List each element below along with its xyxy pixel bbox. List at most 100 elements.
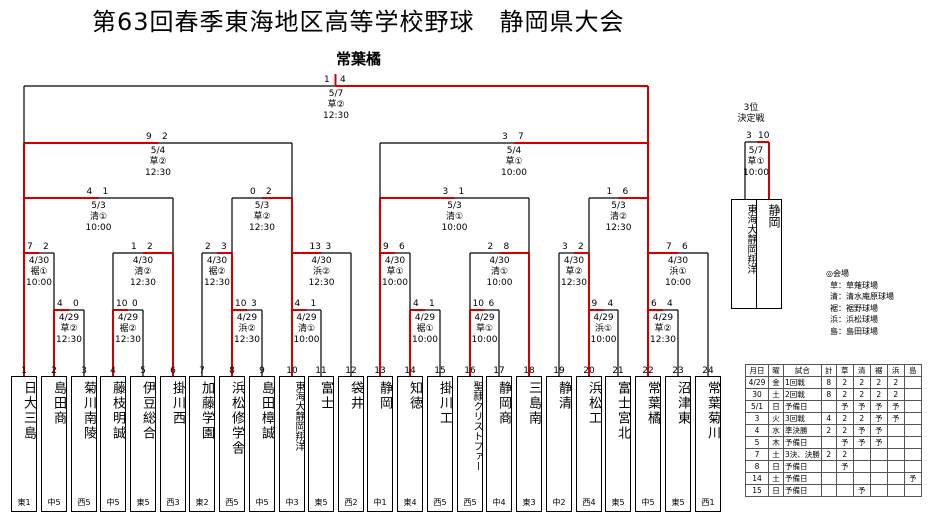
third-place-label2: 決定戦 [737, 114, 765, 124]
schedule-cell: 予 [835, 400, 854, 413]
team-name: 伊豆総合 [140, 381, 155, 441]
match-time: 10:00 [382, 278, 408, 288]
schedule-cell: 3決、決勝 [783, 448, 822, 461]
match-venue: 裾① [30, 267, 48, 277]
match-venue: 裾② [208, 267, 226, 277]
schedule-cell: 予備日 [783, 436, 822, 449]
team-box: 加藤学園東2 [189, 376, 215, 512]
match-score-right: 1 [429, 299, 435, 309]
schedule-cell: 予 [852, 424, 871, 437]
match-score-right: 0 [132, 299, 138, 309]
schedule-cell: 2 [869, 388, 888, 401]
match-date: 4/29 [652, 313, 674, 323]
team-box: 富士宮北東5 [605, 376, 631, 512]
team-region: 西5 [433, 498, 447, 507]
team-name: 菊川南陵 [81, 381, 96, 441]
match-time: 12:30 [650, 335, 676, 345]
team-region: 中3 [285, 498, 299, 507]
team-seed: 9 [259, 366, 265, 376]
schedule-cell: 3 [745, 412, 769, 425]
schedule-cell: 予 [869, 436, 888, 449]
match-score-left: 6 [651, 299, 657, 309]
team-name: 常葉橘 [645, 381, 660, 426]
match-venue: 草② [149, 157, 167, 167]
schedule-cell [903, 400, 922, 413]
match-time: 10:00 [665, 278, 691, 288]
team-region: 東4 [403, 498, 417, 507]
team-box: 島田商中5 [41, 376, 67, 512]
team-region: 東3 [522, 498, 536, 507]
schedule-cell [886, 436, 905, 449]
match-score-right: 2 [43, 242, 49, 252]
schedule-cell: 4 [745, 424, 769, 437]
team-seed: 3 [81, 366, 87, 376]
legend-item: 裾：裾野球場 [830, 303, 878, 313]
schedule-cell: 8 [745, 460, 769, 473]
team-box: 富士東5 [308, 376, 334, 512]
match-date: 5/3 [254, 201, 270, 211]
match-time: 12:30 [249, 223, 275, 233]
match-score-left: 2 [205, 242, 211, 252]
schedule-cell: 予備日 [783, 484, 822, 497]
team-name: 掛川工 [437, 381, 452, 426]
schedule-cell: 15 [745, 484, 769, 497]
team-region: 中5 [641, 498, 655, 507]
team-box: 静清中2 [546, 376, 572, 512]
schedule-cell: 予 [835, 436, 854, 449]
schedule-cell: 3回戦 [783, 412, 822, 425]
match-date: 4/29 [236, 313, 258, 323]
team-box: 掛川西西3 [160, 376, 186, 512]
team-box: 日大三島東1 [11, 376, 37, 512]
match-score-left: 4 [86, 187, 93, 197]
team-seed: 23 [672, 366, 684, 376]
team-seed: 12 [345, 366, 357, 376]
match-date: 4/29 [414, 313, 436, 323]
match-time: 12:30 [56, 335, 82, 345]
match-venue: 草② [60, 324, 78, 334]
third-place-venue: 草① [747, 157, 765, 167]
third-place-score-right: 10 [758, 131, 770, 141]
third-place-score-left: 3 [746, 131, 752, 141]
schedule-cell: 金 [768, 376, 784, 389]
team-box: 袋井西2 [338, 376, 364, 512]
team-name: 三島南 [526, 381, 541, 426]
match-date: 4/30 [384, 256, 406, 266]
match-date: 4/30 [311, 256, 332, 266]
schedule-cell: 日 [768, 460, 784, 473]
match-time: 10:00 [85, 223, 112, 233]
match-venue: 浜② [238, 324, 256, 334]
team-box: 東海大静岡翔洋中3 [279, 376, 305, 512]
match-date: 4/30 [206, 256, 228, 266]
schedule-cell: 予備日 [783, 460, 822, 473]
schedule-cell: 準決勝 [783, 424, 822, 437]
schedule-cell [886, 472, 905, 485]
team-seed: 22 [642, 366, 654, 376]
team-name: 東海大静岡翔洋 [293, 381, 304, 451]
match-time: 12:30 [145, 168, 171, 178]
schedule-cell [903, 484, 922, 497]
team-region: 中5 [106, 498, 120, 507]
team-region: 西1 [701, 498, 715, 507]
third-place-date: 5/7 [748, 146, 764, 156]
match-venue: 草① [386, 267, 404, 277]
schedule-cell: 土 [768, 448, 784, 461]
match-venue: 浜① [669, 267, 687, 277]
team-name: 浜松工 [586, 381, 601, 426]
team-name: 藤枝明誠 [110, 381, 125, 441]
schedule-cell [886, 484, 905, 497]
team-seed: 15 [434, 366, 446, 376]
team-box: 静岡商中4 [486, 376, 512, 512]
schedule-cell: 予 [852, 400, 871, 413]
match-score-right: 6 [682, 242, 688, 252]
schedule-cell: 水 [768, 424, 784, 437]
